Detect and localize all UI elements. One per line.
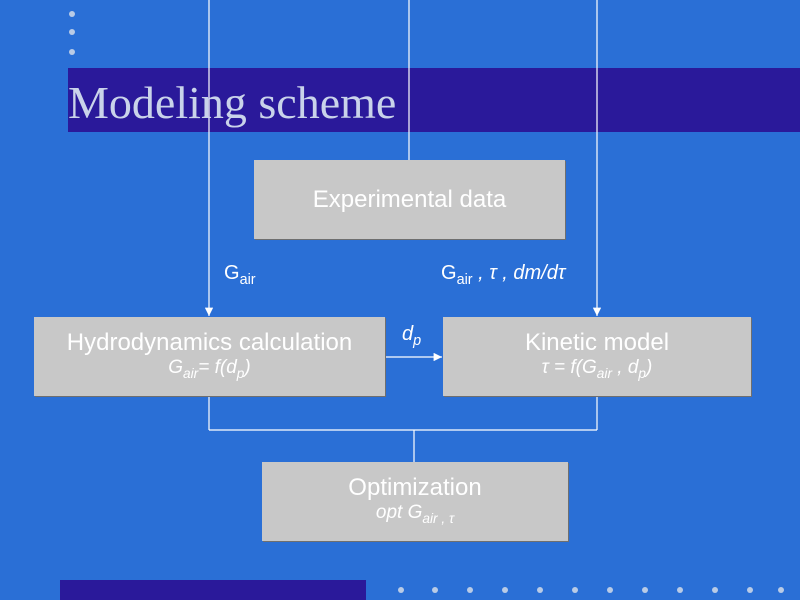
bullet-dot — [502, 587, 508, 593]
bullet-dot — [572, 587, 578, 593]
dp-label: dp — [402, 323, 422, 350]
hydrodynamics-formula: Gair= f(dp) — [168, 356, 251, 381]
bullet-dot — [747, 587, 753, 593]
bullet-dot — [69, 29, 75, 35]
kinetic-model-box: Kinetic model τ = f(Gair , dp) — [443, 317, 751, 396]
experimental-data-box: Experimental data — [254, 160, 565, 239]
bullet-dot — [607, 587, 613, 593]
hydrodynamics-label: Hydrodynamics calculation — [66, 328, 353, 356]
bullet-dot — [677, 587, 683, 593]
bullet-dot — [398, 587, 404, 593]
bullet-dot — [432, 587, 438, 593]
kinetic-model-formula: τ = f(Gair , dp) — [541, 356, 653, 381]
optimization-label: Optimization — [348, 473, 482, 501]
optimization-formula: opt Gair , τ — [375, 501, 455, 526]
bullet-dot — [778, 587, 784, 593]
title-bar — [68, 68, 800, 132]
optimization-box: Optimization opt Gair , τ — [262, 462, 568, 541]
bullet-dot — [712, 587, 718, 593]
bottom-bar — [60, 580, 366, 600]
bullet-dot — [537, 587, 543, 593]
gair-left-label: Gair — [224, 262, 256, 289]
hydrodynamics-box: Hydrodynamics calculation Gair= f(dp) — [34, 317, 385, 396]
page-title: Modeling scheme — [68, 77, 397, 128]
bullet-dot — [69, 11, 75, 17]
bullet-dot — [69, 49, 75, 55]
bullet-dot — [467, 587, 473, 593]
experimental-data-label: Experimental data — [312, 185, 507, 213]
bullet-dot — [642, 587, 648, 593]
gair-right-label: Gair , τ , dm/dτ — [441, 262, 566, 289]
kinetic-model-label: Kinetic model — [524, 328, 670, 356]
